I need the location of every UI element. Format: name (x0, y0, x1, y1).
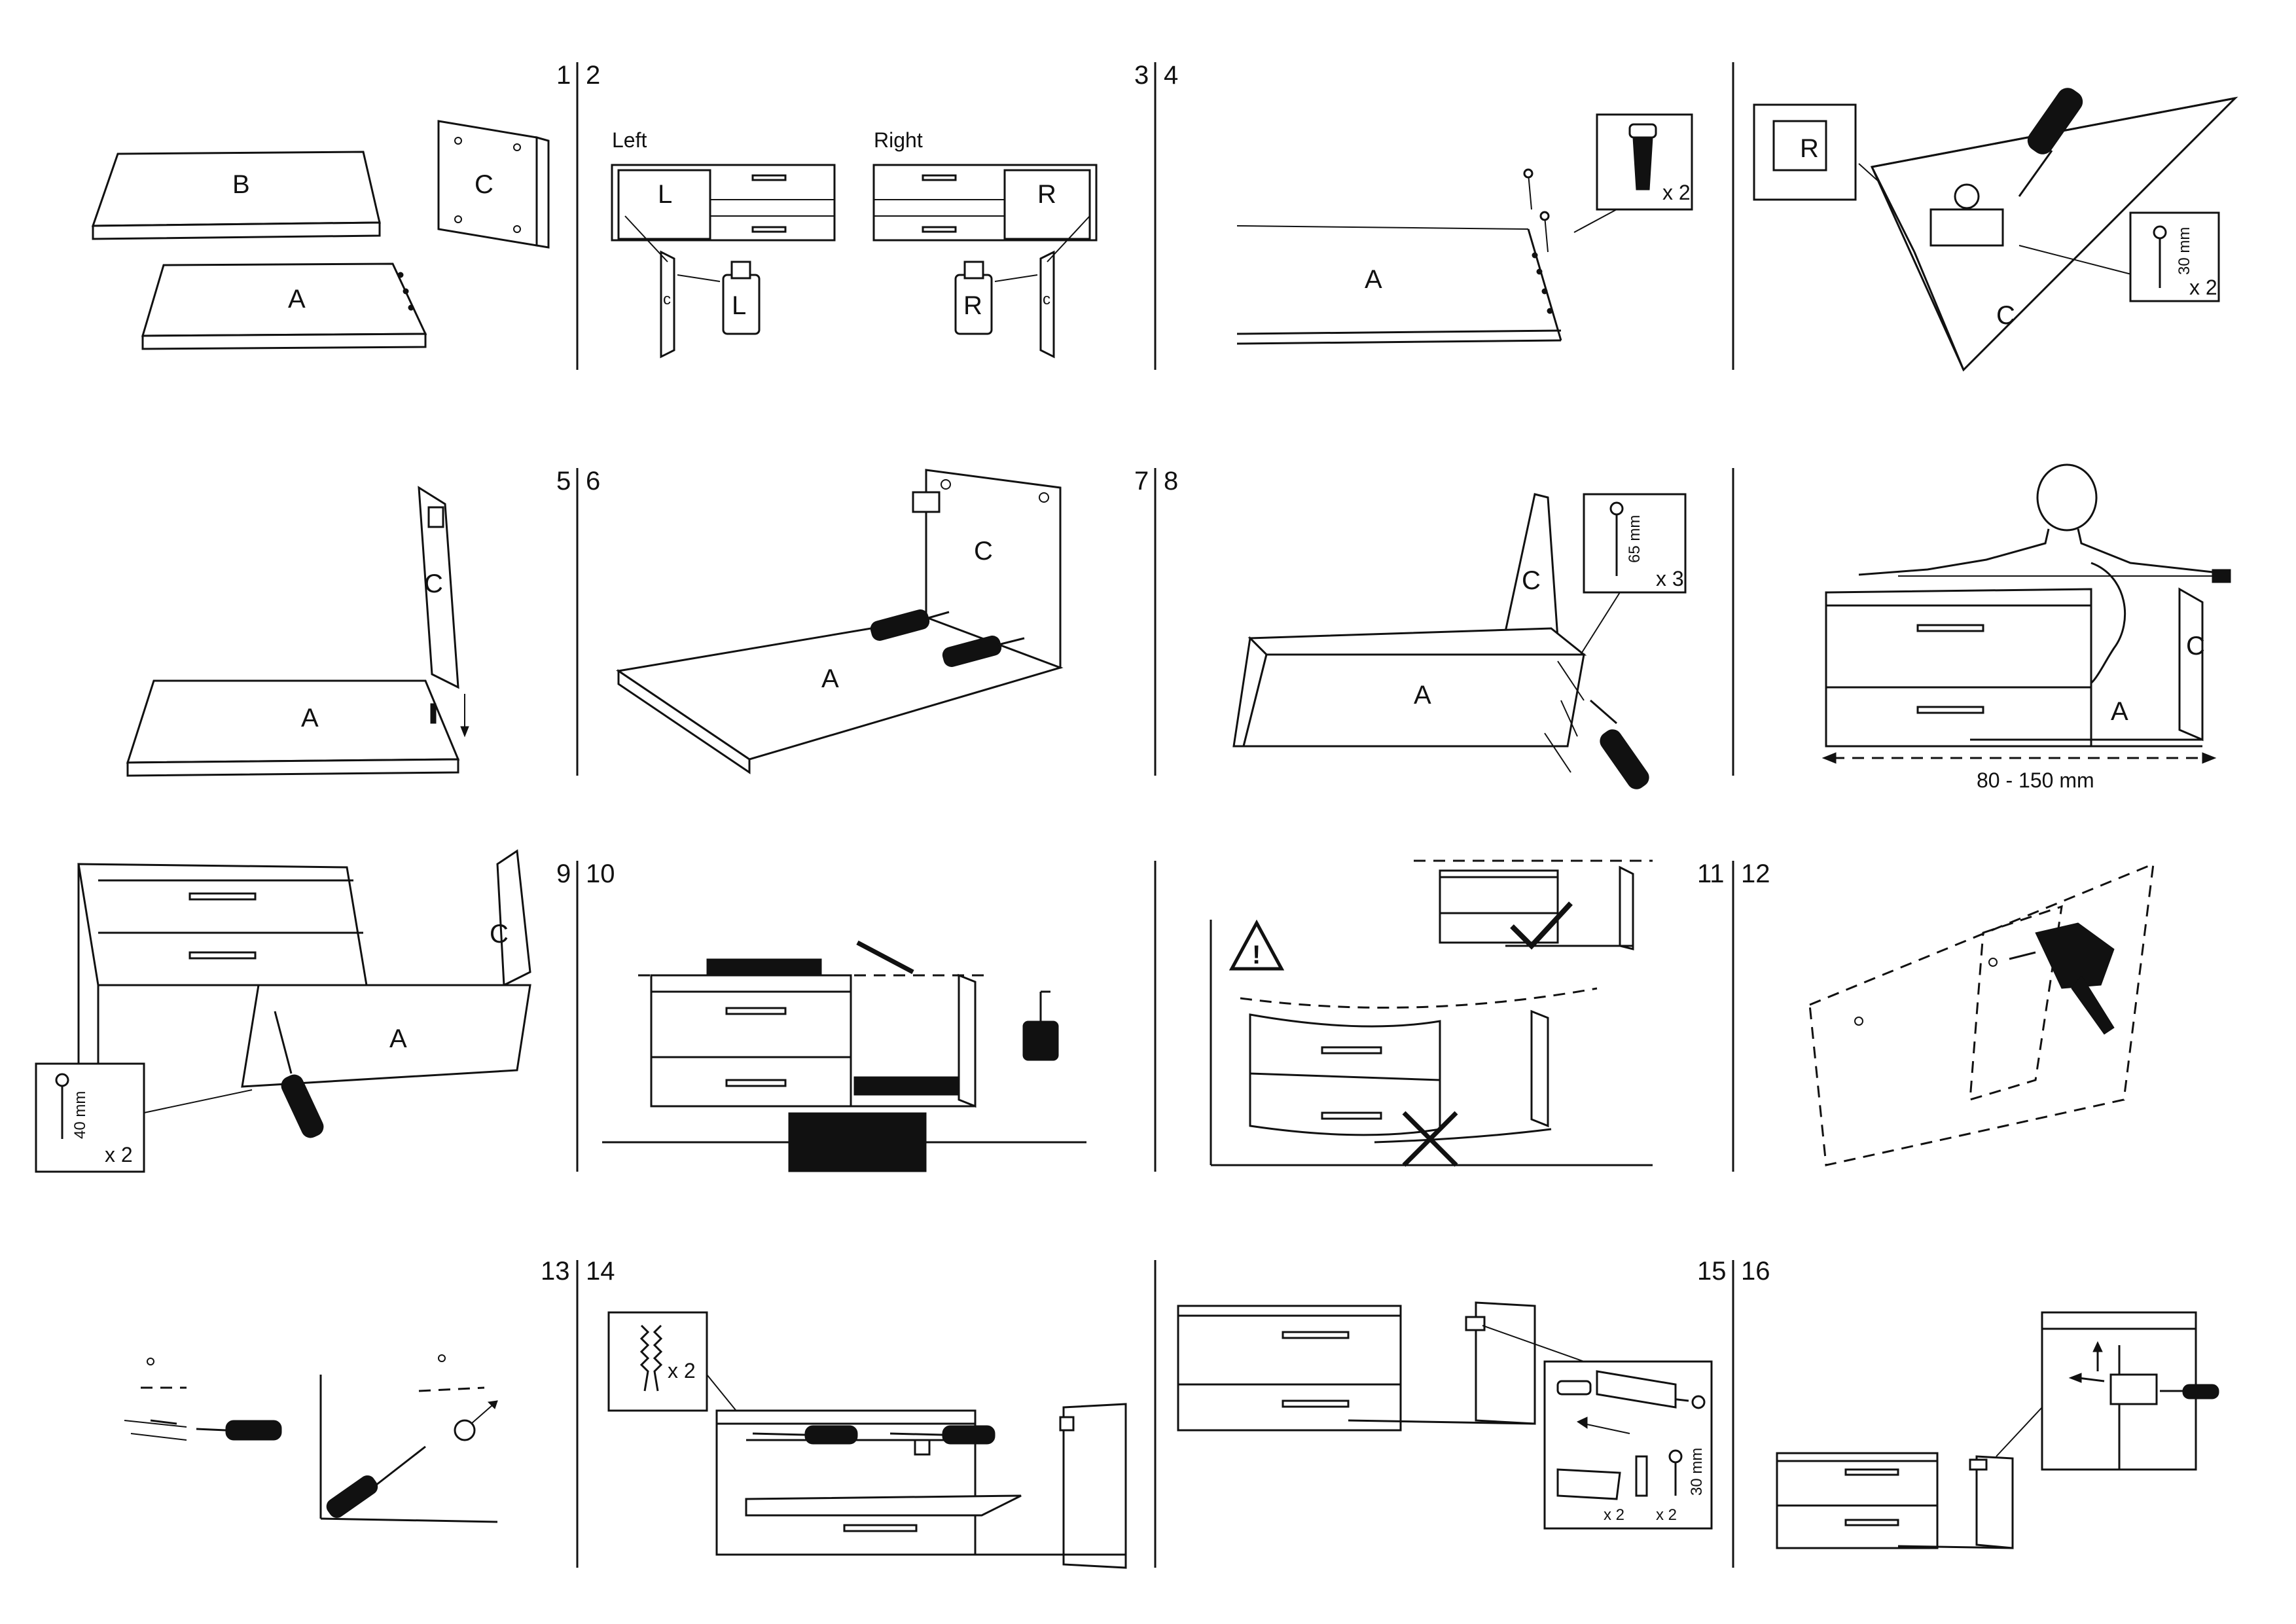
step-numbers: 1 2 3 4 5 6 7 8 9 10 11 12 13 14 15 16 (541, 61, 1770, 1286)
screw-length-30mm: 30 mm (2176, 227, 2193, 275)
drill-icon (2009, 922, 2115, 1035)
svg-text:c: c (663, 291, 671, 308)
cross-icon (1402, 1111, 1458, 1167)
step-11-illustration: ! (1210, 859, 1653, 1167)
part-label-a: A (821, 664, 839, 693)
step-4-illustration: R C 30 mm x 2 (1753, 88, 2238, 372)
panel-dividers (576, 62, 1734, 1568)
step-number-14: 14 (586, 1257, 615, 1286)
step-number-13: 13 (541, 1257, 570, 1286)
part-label-a: A (1414, 681, 1431, 710)
part-label-l-bracket: L (732, 291, 746, 320)
person-icon (1858, 463, 2219, 689)
part-label-a: A (2111, 697, 2128, 726)
step-12-illustration (1808, 862, 2155, 1166)
screw-icon (55, 1073, 69, 1139)
part-label-a: A (288, 285, 306, 314)
part-label-b: B (232, 170, 250, 199)
screw-length-30mm: 30 mm (1688, 1448, 1706, 1496)
screwdriver-icon (752, 1425, 996, 1445)
screwdriver-icon (2160, 1384, 2219, 1399)
side-label-left: Left (612, 128, 647, 152)
step-number-9: 9 (556, 859, 571, 888)
distance-range: 80 - 150 mm (1977, 768, 2094, 792)
part-label-r-unit: R (1037, 180, 1056, 209)
step-3-illustration: A x 2 (1236, 113, 1693, 345)
step-number-6: 6 (586, 467, 600, 496)
part-label-l-unit: L (658, 180, 672, 209)
step-2-illustration: Left Right L c L R c R (611, 128, 1098, 359)
part-label-c: C (974, 537, 993, 566)
step-number-15: 15 (1697, 1257, 1727, 1286)
part-label-a: A (389, 1024, 407, 1053)
part-label-c: C (475, 170, 493, 199)
step-16-illustration (1776, 1311, 2219, 1549)
step-13-illustration (124, 1354, 498, 1523)
step-9-illustration: C A 40 mm x 2 (35, 849, 531, 1173)
warning-icon: ! (1229, 919, 1285, 971)
step-5-illustration: C A (126, 486, 469, 777)
step-7-illustration: C A 65 mm x 3 (1232, 493, 1687, 789)
dowel-icon (1556, 1380, 1592, 1396)
step-number-4: 4 (1164, 61, 1178, 90)
dowel-icon (1628, 123, 1657, 190)
step-number-16: 16 (1741, 1257, 1770, 1286)
quantity-x2: x 2 (1604, 1506, 1624, 1524)
svg-text:!: ! (1252, 941, 1261, 969)
part-label-r: R (1800, 134, 1819, 163)
screwdriver-icon (1590, 699, 1649, 789)
step-10-illustration (602, 940, 1086, 1172)
part-label-c: C (1996, 301, 2015, 330)
part-label-c: C (1522, 566, 1541, 595)
screwdriver-icon (2018, 88, 2083, 197)
quantity-x3: x 3 (1656, 567, 1684, 590)
drill-icon (1022, 990, 1059, 1061)
screwdriver-icon (326, 1445, 426, 1518)
quantity-x2: x 2 (105, 1143, 133, 1166)
step-number-7: 7 (1134, 467, 1149, 496)
part-label-c: C (424, 569, 443, 598)
screwdriver-icon (274, 1011, 324, 1138)
screw-icon (2153, 225, 2167, 288)
quantity-x2: x 2 (668, 1359, 696, 1382)
dowel-icon (1635, 1455, 1648, 1497)
part-label-c: C (490, 920, 509, 948)
step-number-1: 1 (556, 61, 571, 90)
svg-text:c: c (1043, 291, 1050, 308)
screw-icon (1668, 1449, 1683, 1496)
screwdriver-icon (196, 1420, 282, 1441)
check-icon (1510, 901, 1573, 950)
quantity-x2: x 2 (2189, 276, 2217, 299)
step-number-2: 2 (586, 61, 600, 90)
step-number-12: 12 (1741, 859, 1770, 888)
step-number-10: 10 (586, 859, 615, 888)
screwdriver-icon (870, 609, 1025, 667)
step-number-3: 3 (1134, 61, 1149, 90)
step-6-illustration: C A (616, 469, 1064, 774)
step-8-illustration: C A 80 - 150 mm (1821, 463, 2231, 792)
part-label-a: A (1365, 265, 1382, 294)
part-label-c: C (2186, 632, 2205, 660)
spirit-level-icon (706, 958, 969, 1096)
pencil-icon (856, 940, 914, 975)
quantity-x2: x 2 (1662, 181, 1691, 204)
screw-length-65mm: 65 mm (1626, 515, 1643, 563)
step-15-illustration: 30 mm x 2 x 2 (1177, 1301, 1713, 1530)
quantity-x2: x 2 (1656, 1506, 1677, 1524)
step-14-illustration: x 2 (607, 1311, 1127, 1569)
step-number-5: 5 (556, 467, 571, 496)
dowel-icon (639, 1324, 663, 1392)
step-1-illustration: B A C (91, 120, 550, 350)
side-label-right: Right (874, 128, 923, 152)
screw-icon (1609, 501, 1624, 576)
screw-length-40mm: 40 mm (71, 1091, 89, 1139)
step-number-8: 8 (1164, 467, 1178, 496)
part-label-a: A (301, 704, 319, 732)
step-number-11: 11 (1697, 859, 1725, 888)
screw-icon (1523, 168, 1550, 253)
part-label-r-bracket: R (963, 291, 982, 320)
